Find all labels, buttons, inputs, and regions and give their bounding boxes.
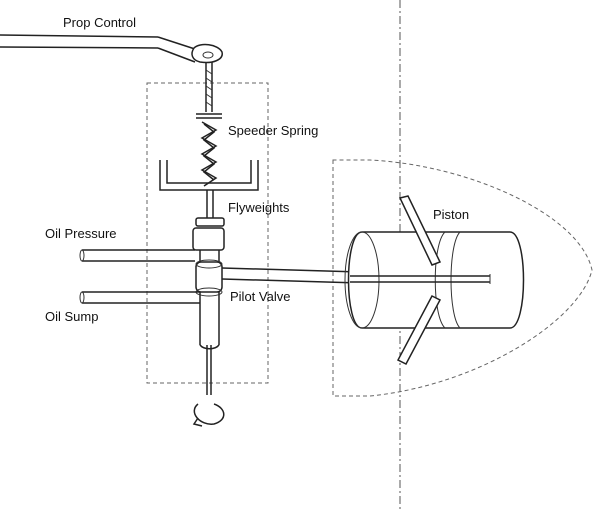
pilot-valve-body	[192, 217, 225, 395]
flyweights-assembly	[159, 160, 259, 218]
label-pilot-valve: Pilot Valve	[230, 289, 290, 304]
label-oil-pressure: Oil Pressure	[45, 226, 117, 241]
label-oil-sump: Oil Sump	[45, 309, 98, 324]
piston-assembly	[344, 195, 525, 365]
label-prop-control: Prop Control	[63, 15, 136, 30]
speeder-spring	[196, 62, 222, 187]
prop-hub-outline	[332, 159, 593, 397]
oil-pressure-line	[79, 249, 195, 262]
rotation-arrow-icon	[192, 403, 225, 427]
oil-sump-line	[79, 291, 200, 304]
label-flyweights: Flyweights	[228, 200, 290, 215]
prop-control-linkage	[0, 34, 223, 64]
piston-supply-line	[221, 267, 361, 284]
label-piston: Piston	[433, 207, 469, 222]
label-speeder-spring: Speeder Spring	[228, 123, 318, 138]
